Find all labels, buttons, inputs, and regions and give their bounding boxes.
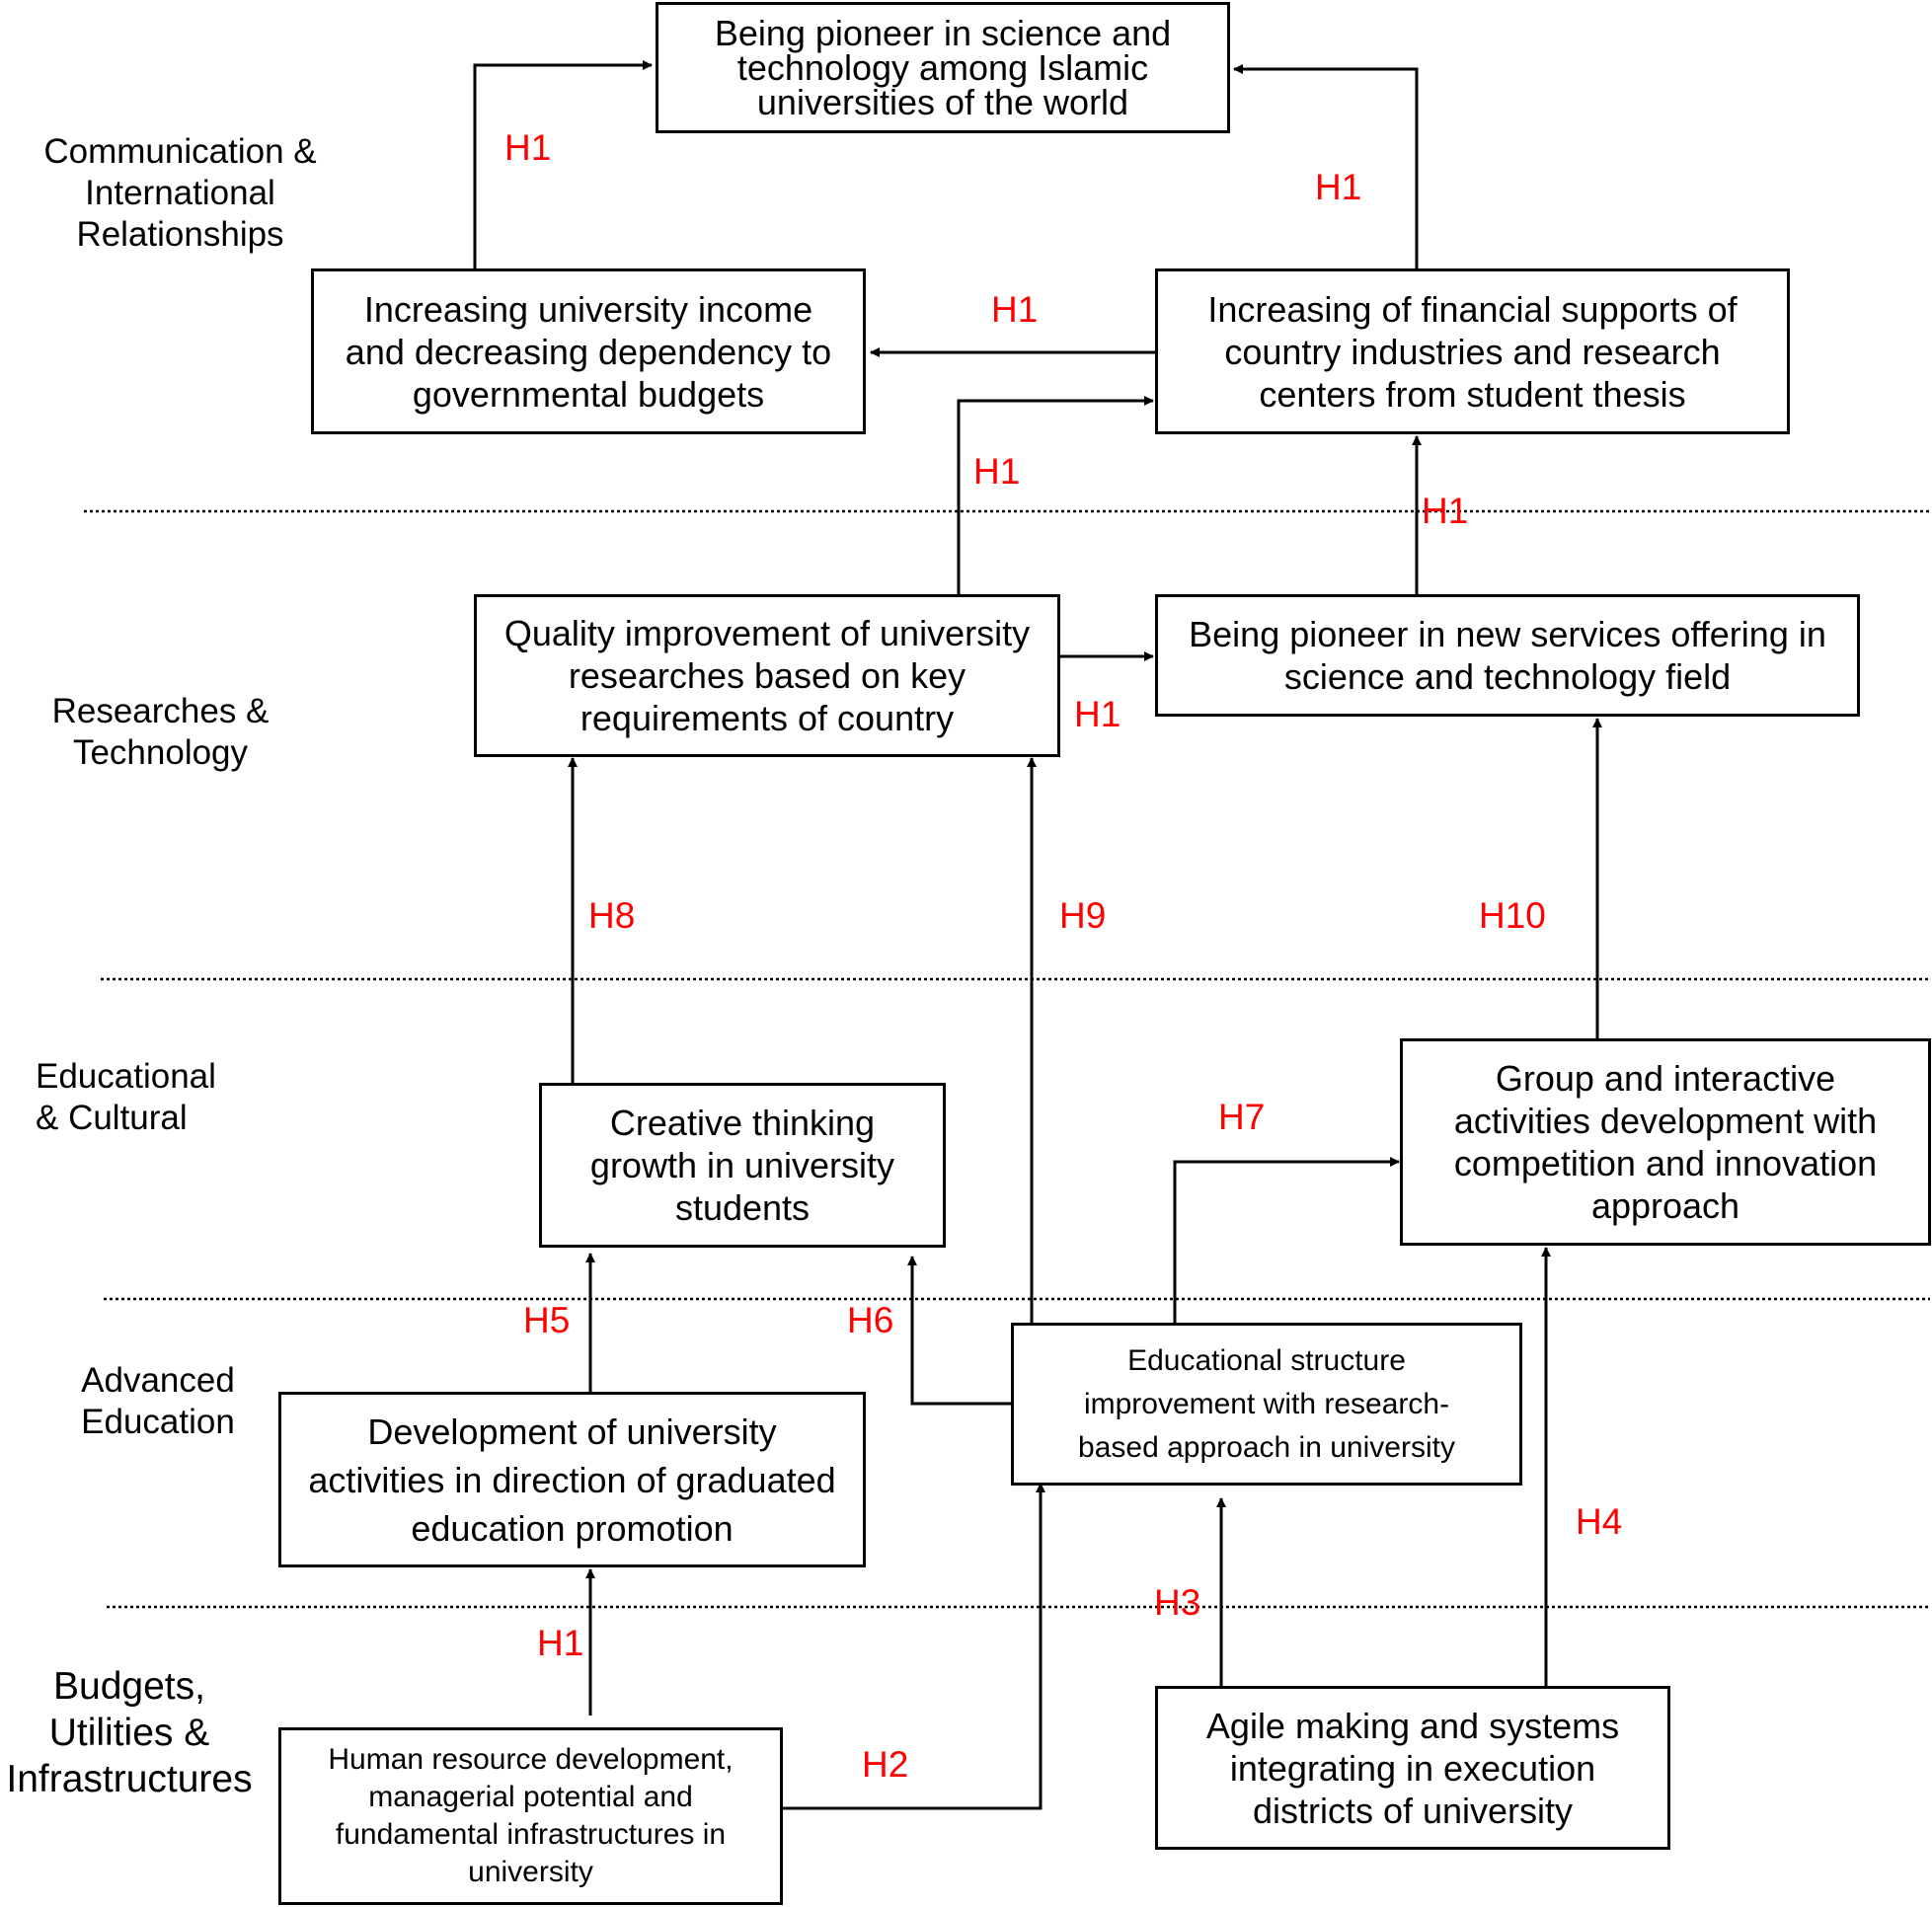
hypothesis-label: H1 xyxy=(1422,491,1469,531)
hypothesis-label: H5 xyxy=(523,1300,571,1340)
lane-label-advanced: Advanced Education xyxy=(81,1361,235,1441)
hypothesis-label: H1 xyxy=(991,289,1039,330)
hypothesis-label: H10 xyxy=(1479,895,1546,936)
box-text: Being pioneer in new services offering i… xyxy=(1189,614,1826,697)
arrow-income-to-pioneer xyxy=(473,60,653,268)
arrow-quality-to-financial xyxy=(957,396,1154,594)
hypothesis-label: H1 xyxy=(1315,167,1362,207)
box-text: Group and interactive activities develop… xyxy=(1453,1058,1878,1226)
hypothesis-label: H3 xyxy=(1154,1582,1201,1623)
hypothesis-label: H1 xyxy=(504,127,552,168)
box-pioneer-islamic: Being pioneer in science and technology … xyxy=(656,2,1230,133)
box-creative-thinking: Creative thinking growth in university s… xyxy=(539,1083,946,1248)
lane-label-educational: Educational & Cultural xyxy=(36,1057,216,1137)
box-text: Increasing university income and decreas… xyxy=(345,288,832,415)
arrow-h6 xyxy=(907,1256,1011,1406)
box-text: Creative thinking growth in university s… xyxy=(589,1103,895,1228)
box-text: Quality improvement of university resear… xyxy=(503,613,1031,738)
lane-label-research: Researches & Technology xyxy=(51,692,270,772)
lane-label-communication: Communication & International Relationsh… xyxy=(43,132,317,254)
hypothesis-label: H4 xyxy=(1576,1501,1623,1542)
hypothesis-label: H1 xyxy=(1074,694,1121,734)
box-text: Human resource development, managerial p… xyxy=(328,1743,734,1888)
lane-label-budgets: Budgets, Utilities & Infrastructures xyxy=(6,1665,253,1800)
box-educational-structure: Educational structure improvement with r… xyxy=(1011,1323,1522,1486)
box-graduated-education: Development of university activities in … xyxy=(278,1392,866,1567)
arrow-h2 xyxy=(781,1483,1045,1810)
box-text: Being pioneer in science and technology … xyxy=(714,13,1172,122)
box-quality-research: Quality improvement of university resear… xyxy=(474,594,1060,757)
hypothesis-label: H2 xyxy=(862,1744,909,1785)
box-agile-making: Agile making and systems integrating in … xyxy=(1155,1686,1670,1850)
box-human-resource: Human resource development, managerial p… xyxy=(278,1727,783,1905)
arrow-financial-to-pioneer xyxy=(1233,64,1419,268)
hypothesis-label: H7 xyxy=(1218,1097,1266,1137)
box-group-activities: Group and interactive activities develop… xyxy=(1400,1038,1931,1246)
box-text: Increasing of financial supports of coun… xyxy=(1207,288,1738,415)
box-text: Agile making and systems integrating in … xyxy=(1205,1705,1620,1831)
hypothesis-label: H6 xyxy=(847,1300,894,1340)
hypothesis-label: H1 xyxy=(537,1623,584,1663)
hypothesis-label: H9 xyxy=(1059,895,1107,936)
arrow-h7 xyxy=(1173,1157,1400,1323)
lane-separators xyxy=(84,509,1930,1609)
box-financial-supports: Increasing of financial supports of coun… xyxy=(1155,268,1790,434)
box-text: Educational structure improvement with r… xyxy=(1078,1343,1455,1464)
box-text: Development of university activities in … xyxy=(308,1411,836,1549)
box-university-income: Increasing university income and decreas… xyxy=(311,268,866,434)
connectors xyxy=(473,60,1602,1810)
box-pioneer-services: Being pioneer in new services offering i… xyxy=(1155,594,1860,717)
hypothesis-label: H8 xyxy=(588,895,636,936)
hypothesis-label: H1 xyxy=(973,451,1021,492)
